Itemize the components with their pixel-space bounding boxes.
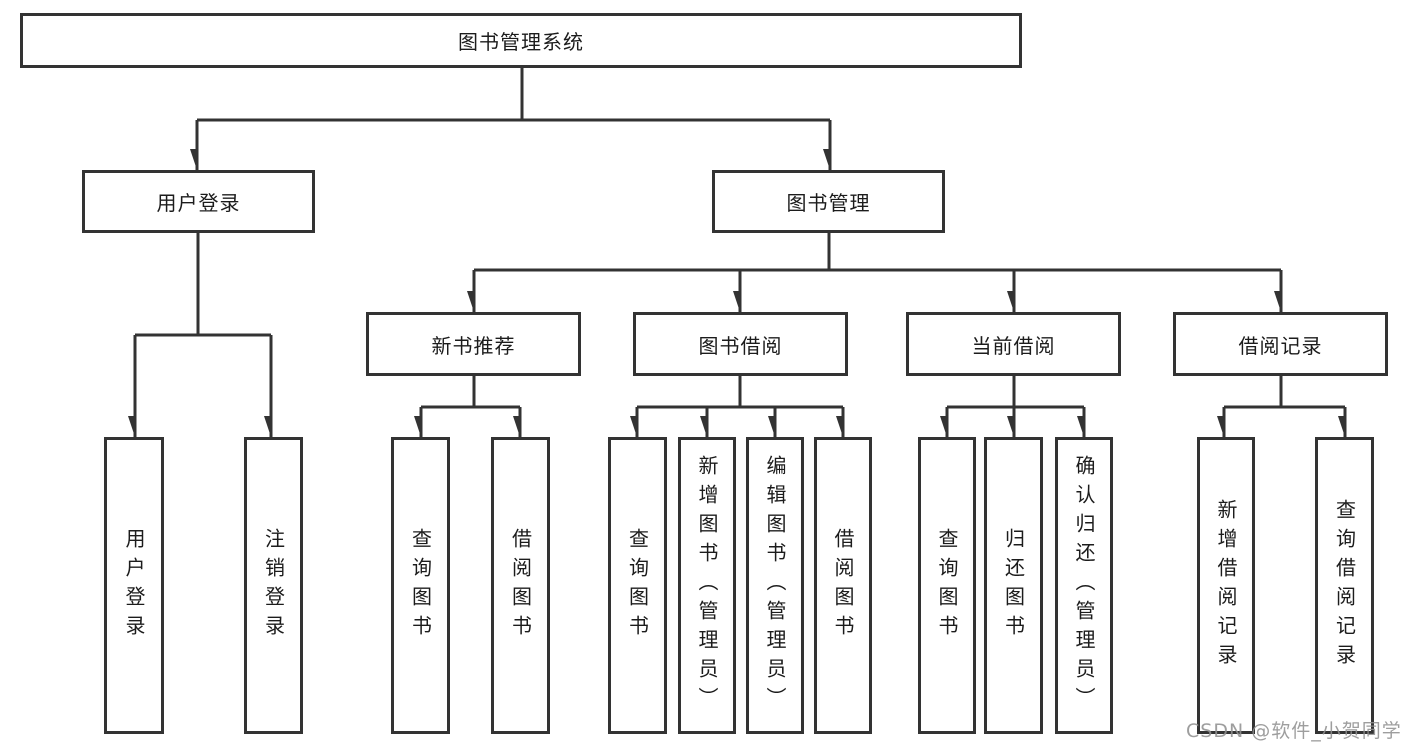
leaf-edit-books-admin: 编辑图书（管理员） xyxy=(746,437,804,734)
node-root-system: 图书管理系统 xyxy=(20,13,1022,68)
leaf-query-borrow-record: 查询借阅记录 xyxy=(1315,437,1374,734)
connector-trunks xyxy=(135,68,1345,409)
leaf-logout: 注销登录 xyxy=(244,437,303,734)
leaf-borrow-books: 借阅图书 xyxy=(814,437,872,734)
node-new-book-recommend: 新书推荐 xyxy=(366,312,581,376)
node-book-borrowing: 图书借阅 xyxy=(633,312,848,376)
node-user-login: 用户登录 xyxy=(82,170,315,233)
leaf-current-query-books: 查询图书 xyxy=(918,437,976,734)
leaf-recommend-query-books: 查询图书 xyxy=(391,437,450,734)
node-book-management: 图书管理 xyxy=(712,170,945,233)
leaf-return-books: 归还图书 xyxy=(984,437,1043,734)
connector-arrows xyxy=(135,120,1347,437)
watermark: CSDN @软件_小贺同学 xyxy=(1186,720,1402,742)
node-current-borrowing: 当前借阅 xyxy=(906,312,1121,376)
leaf-recommend-borrow-books: 借阅图书 xyxy=(491,437,550,734)
leaf-confirm-return-admin: 确认归还（管理员） xyxy=(1055,437,1113,734)
node-borrowing-records: 借阅记录 xyxy=(1173,312,1388,376)
leaf-borrowing-query-books: 查询图书 xyxy=(608,437,667,734)
leaf-add-books-admin: 新增图书（管理员） xyxy=(678,437,736,734)
leaf-user-login: 用户登录 xyxy=(104,437,164,734)
leaf-add-borrow-record: 新增借阅记录 xyxy=(1197,437,1255,734)
